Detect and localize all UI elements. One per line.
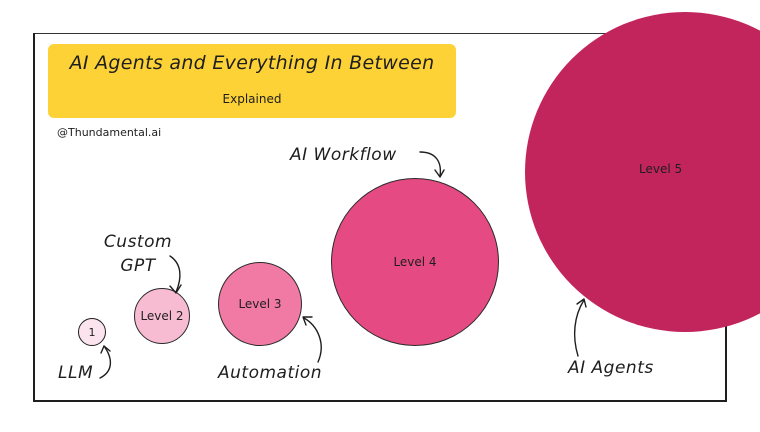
level-4-circle: Level 4 xyxy=(331,178,499,346)
caption-ai-workflow: AI Workflow xyxy=(290,145,397,165)
frame-top-border xyxy=(33,33,727,34)
level-1-circle: 1 xyxy=(78,318,106,346)
caption-automation: Automation xyxy=(218,363,323,383)
author-handle: @Thundamental.ai xyxy=(57,126,162,139)
page-title: AI Agents and Everything In Between xyxy=(69,52,435,74)
level-2-label: Level 2 xyxy=(140,309,184,323)
level-4-label: Level 4 xyxy=(393,255,437,269)
level-5-label: Level 5 xyxy=(639,162,683,176)
level-2-circle: Level 2 xyxy=(134,288,190,344)
caption-llm: LLM xyxy=(58,363,94,383)
caption-custom-gpt: Custom GPT xyxy=(103,232,173,276)
level-3-circle: Level 3 xyxy=(218,262,302,346)
title-banner: AI Agents and Everything In Between Expl… xyxy=(48,44,456,118)
level-1-label: 1 xyxy=(88,325,96,339)
page-subtitle: Explained xyxy=(222,92,282,106)
caption-ai-agents: AI Agents xyxy=(568,358,654,378)
level-3-label: Level 3 xyxy=(238,297,282,311)
